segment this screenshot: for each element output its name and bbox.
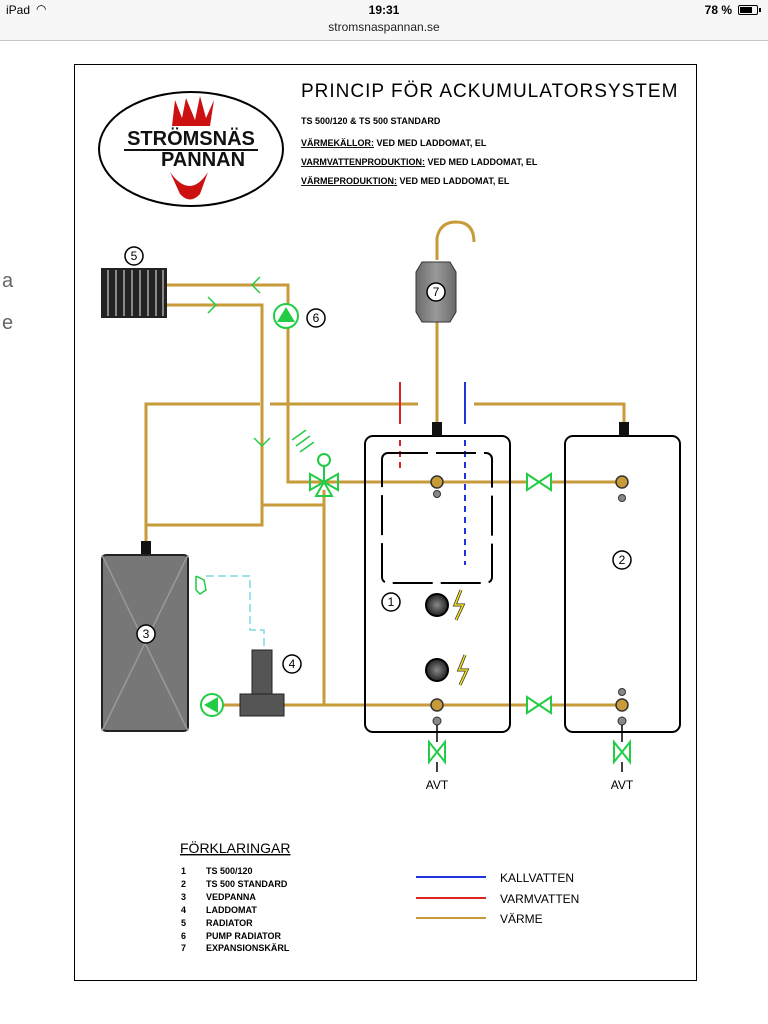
radiator-pump (273, 303, 299, 329)
line-legend-label: VÄRME (500, 912, 543, 926)
model-subtitle: TS 500/120 & TS 500 STANDARD (301, 116, 441, 126)
svg-text:LADDOMAT: LADDOMAT (206, 905, 257, 915)
drain-valve (428, 725, 446, 772)
legend-item: 3 VEDPANNA (181, 892, 256, 902)
svg-text:TS 500/120: TS 500/120 (206, 866, 253, 876)
component-number: 6 (313, 311, 320, 325)
shutoff-valve (526, 472, 552, 492)
svg-text:1: 1 (181, 866, 186, 876)
logo-line1: STRÖMSNÄS (127, 127, 255, 150)
svg-text:VARMVATTENPRODUKTION: VED MED: VARMVATTENPRODUKTION: VED MED LADDOMAT, … (301, 157, 538, 167)
legend-item: 7 EXPANSIONSKÄRL (181, 943, 290, 953)
svg-text:EXPANSIONSKÄRL: EXPANSIONSKÄRL (206, 943, 290, 953)
legend-list: 1 TS 500/120 2 TS 500 STANDARD 3 VEDPANNA 4… (181, 866, 290, 953)
url-text: stromsnaspannan.se (328, 20, 440, 34)
header-row: VÄRMEKÄLLOR: VED MED LADDOMAT, EL (301, 138, 487, 148)
url-bar[interactable]: stromsnaspannan.se (0, 20, 768, 41)
wifi-icon: ◠ (36, 2, 47, 16)
header-row: VÄRMEPRODUKTION: VED MED LADDOMAT, EL (301, 176, 510, 186)
clock: 19:31 (368, 3, 400, 17)
svg-text:VÄRMEPRODUKTION: VED MED LADDO: VÄRMEPRODUKTION: VED MED LADDOMAT, EL (301, 176, 510, 186)
diagram-title: PRINCIP FÖR ACKUMULATORSYSTEM (301, 81, 678, 102)
svg-text:6: 6 (181, 931, 186, 941)
svg-text:TS 500 STANDARD: TS 500 STANDARD (206, 879, 288, 889)
component-number: 1 (388, 595, 395, 609)
component-number: 2 (619, 553, 626, 567)
component-number: 7 (433, 285, 440, 299)
svg-text:VÄRMEKÄLLOR: VED MED LADDOMAT,: VÄRMEKÄLLOR: VED MED LADDOMAT, EL (301, 138, 487, 148)
svg-text:RADIATOR: RADIATOR (206, 918, 253, 928)
legend-item: 1 TS 500/120 (181, 866, 253, 876)
row-label: VARMVATTENPRODUKTION: (301, 157, 425, 167)
logo-line2: PANNAN (161, 149, 245, 171)
status-bar: iPad ◠ 19:31 78 % (0, 0, 768, 20)
svg-text:4: 4 (181, 905, 186, 915)
shutoff-valve (526, 695, 552, 715)
flow-arrows (207, 276, 315, 453)
component-number: 5 (131, 249, 138, 263)
legend-item: 2 TS 500 STANDARD (181, 879, 288, 889)
mixing-valve (309, 453, 339, 497)
radiator (101, 268, 167, 318)
lightning-icon (453, 589, 465, 621)
row-value: VED MED LADDOMAT, EL (397, 176, 510, 186)
side-letter: e (2, 312, 14, 334)
svg-text:VEDPANNA: VEDPANNA (206, 892, 256, 902)
accumulator-tank-2 (564, 422, 681, 733)
line-legend-label: KALLVATTEN (500, 871, 574, 885)
row-value: VED MED LADDOMAT, EL (425, 157, 538, 167)
component-number: 3 (143, 627, 150, 641)
row-label: VÄRMEPRODUKTION: (301, 176, 397, 186)
legend-item: 4 LADDOMAT (181, 905, 257, 915)
svg-text:7: 7 (181, 943, 186, 953)
svg-text:PUMP RADIATOR: PUMP RADIATOR (206, 931, 282, 941)
accumulator-tank-1 (364, 422, 511, 733)
drain-valve (613, 725, 631, 772)
avt-label: AVT (611, 778, 634, 792)
avt-label: AVT (426, 778, 449, 792)
boiler-pump (200, 693, 224, 717)
heating-pipes (144, 220, 626, 707)
electric-heater-icon (425, 593, 449, 617)
side-letter: a (2, 270, 14, 292)
diagram-frame (74, 64, 697, 981)
header-row: VARMVATTENPRODUKTION: VED MED LADDOMAT, … (301, 157, 538, 167)
laddomat (195, 575, 285, 717)
svg-text:3: 3 (181, 892, 186, 902)
line-legend: KALLVATTEN VARMVATTEN VÄRME (416, 871, 579, 926)
row-label: VÄRMEKÄLLOR: (301, 138, 374, 148)
row-value: VED MED LADDOMAT, EL (374, 138, 487, 148)
device-label: iPad (6, 3, 31, 17)
electric-heater-icon (425, 658, 449, 682)
legend-title: FÖRKLARINGAR (180, 839, 290, 856)
line-legend-label: VARMVATTEN (500, 892, 579, 906)
legend-item: 6 PUMP RADIATOR (181, 931, 282, 941)
flame-icon (172, 96, 214, 126)
lightning-icon (457, 654, 469, 686)
battery-percent: 78 % (704, 3, 732, 17)
svg-text:5: 5 (181, 918, 186, 928)
battery-icon (738, 5, 761, 15)
legend-item: 5 RADIATOR (181, 918, 253, 928)
stromsnas-logo: STRÖMSNÄS PANNAN (98, 91, 284, 207)
svg-text:2: 2 (181, 879, 186, 889)
component-number: 4 (289, 657, 296, 671)
